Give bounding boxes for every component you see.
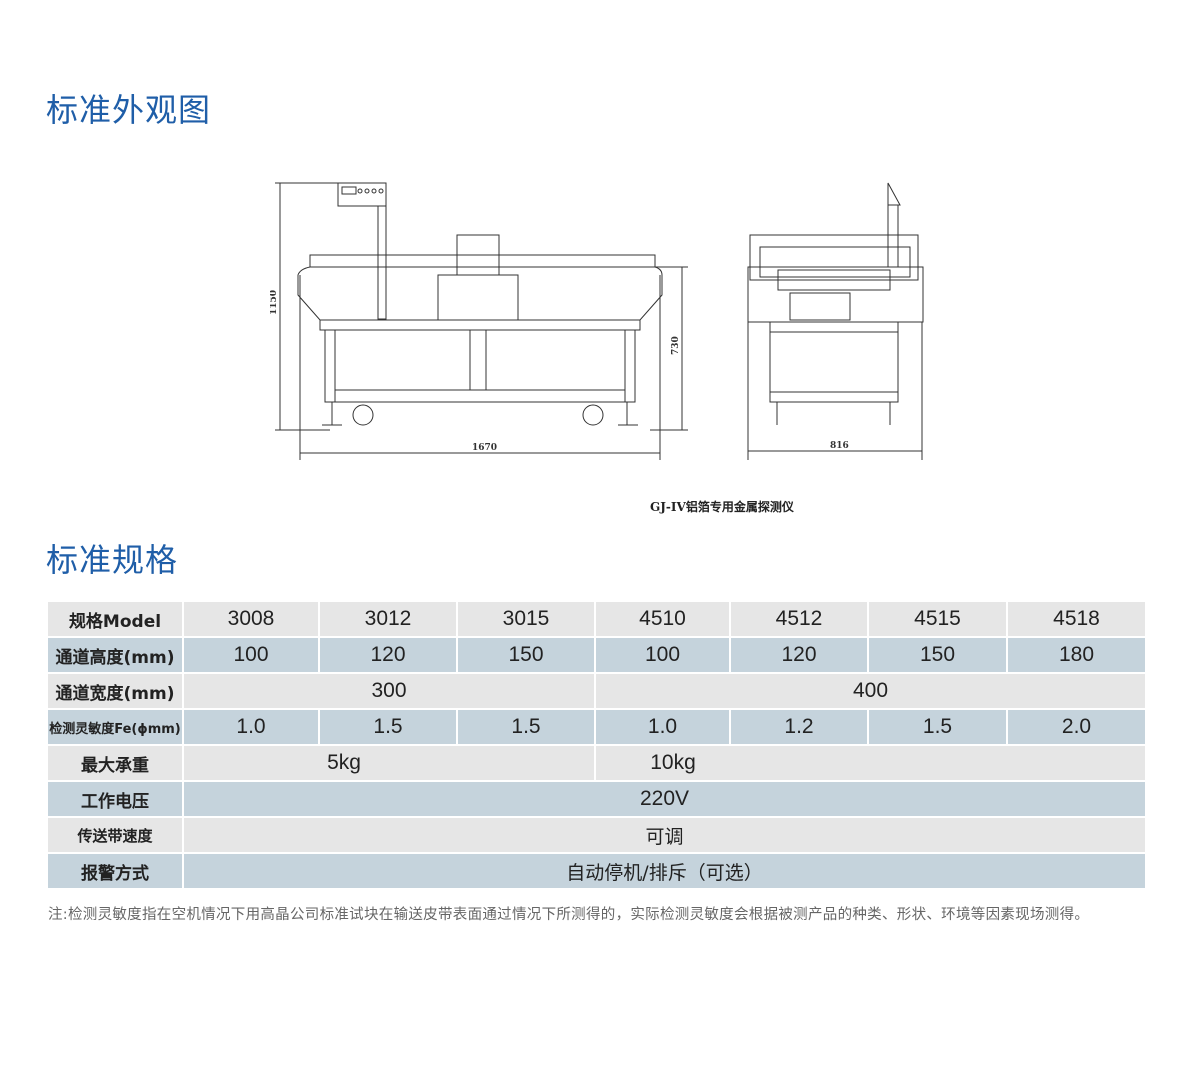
cell-model: 3012 xyxy=(320,602,456,636)
footnote: 注:检测灵敏度指在空机情况下用高晶公司标准试块在输送皮带表面通过情况下所测得的，… xyxy=(48,907,1090,923)
cell-height: 100 xyxy=(596,638,729,672)
cell-speed: 可调 xyxy=(184,818,1145,852)
cell-width: 400 xyxy=(596,674,1145,708)
cell-sensitivity: 1.5 xyxy=(869,710,1006,744)
dim-1150: 1150 xyxy=(270,290,279,315)
label-sensitivity: 检测灵敏度Fe(ϕmm) xyxy=(48,710,182,744)
cell-height: 120 xyxy=(320,638,456,672)
label-width: 通道宽度(mm) xyxy=(48,674,182,708)
cell-model: 4515 xyxy=(869,602,1006,636)
cell-voltage: 220V xyxy=(184,782,1145,816)
cell-height: 180 xyxy=(1008,638,1145,672)
drawing-caption: GJ-IV铝箔专用金属探测仪 xyxy=(650,500,794,514)
cell-model: 3008 xyxy=(184,602,318,636)
dim-1670: 1670 xyxy=(472,443,497,453)
label-load: 最大承重 xyxy=(48,746,182,780)
label-height: 通道高度(mm) xyxy=(48,638,182,672)
front-view xyxy=(275,182,688,460)
label-voltage: 工作电压 xyxy=(48,782,182,816)
dim-730: 730 xyxy=(671,336,681,355)
spec-title: 标准规格 xyxy=(46,541,179,579)
cell-sensitivity: 1.2 xyxy=(731,710,867,744)
cell-sensitivity: 1.0 xyxy=(184,710,318,744)
cell-model: 3015 xyxy=(458,602,594,636)
cell-sensitivity: 1.0 xyxy=(596,710,729,744)
cell-height: 150 xyxy=(458,638,594,672)
cell-height: 120 xyxy=(731,638,867,672)
cell-height: 100 xyxy=(184,638,318,672)
spec-table: 规格Model 3008 3012 3015 4510 4512 4515 45… xyxy=(48,602,1145,888)
cell-sensitivity: 1.5 xyxy=(458,710,594,744)
cell-model: 4512 xyxy=(731,602,867,636)
cell-load: 5kg xyxy=(184,746,594,780)
label-model: 规格Model xyxy=(48,602,182,636)
label-speed: 传送带速度 xyxy=(48,818,182,852)
cell-sensitivity: 2.0 xyxy=(1008,710,1145,744)
cell-height: 150 xyxy=(869,638,1006,672)
dim-816: 816 xyxy=(830,441,849,451)
cell-width: 300 xyxy=(184,674,594,708)
cell-load: 10kg xyxy=(596,746,1145,780)
cell-model: 4510 xyxy=(596,602,729,636)
cell-sensitivity: 1.5 xyxy=(320,710,456,744)
cell-model: 4518 xyxy=(1008,602,1145,636)
side-view xyxy=(747,182,924,460)
cell-alarm: 自动停机/排斥（可选） xyxy=(184,854,1145,888)
appearance-title: 标准外观图 xyxy=(46,91,212,129)
label-alarm: 报警方式 xyxy=(48,854,182,888)
machine-drawing: 1150 730 1670 816 xyxy=(270,182,924,460)
